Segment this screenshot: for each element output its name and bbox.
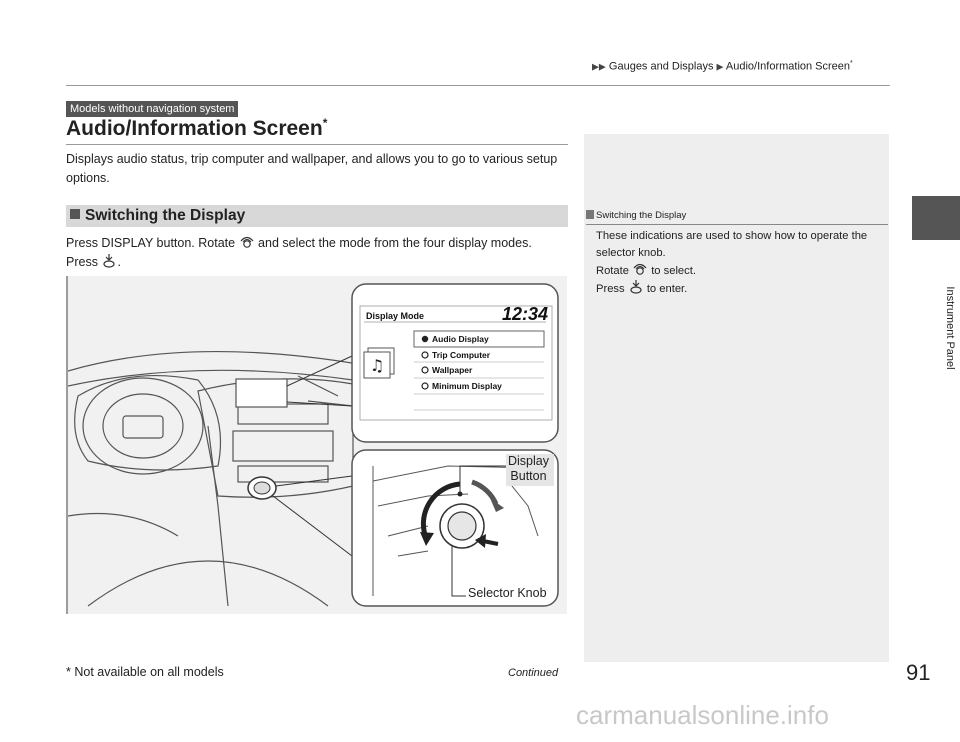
label-display: Display [508, 454, 549, 468]
menu-item-trip-computer[interactable]: Trip Computer [432, 350, 491, 360]
screen-title: Display Mode [366, 311, 425, 321]
note-icon [586, 210, 594, 219]
selector-knob-leader [451, 546, 466, 597]
dashboard-figure: ♫ Display Mode 1 [66, 276, 567, 614]
radio-unselected-icon [421, 366, 429, 374]
chapter-label: Instrument Panel [944, 286, 956, 370]
page-title-star: * [322, 116, 328, 130]
label-selector-knob: Selector Knob [468, 586, 547, 600]
radio-unselected-icon [421, 382, 429, 390]
continued-label: Continued [508, 667, 559, 679]
title-rule [66, 144, 568, 145]
page-title-text: Audio/Information Screen [66, 117, 323, 140]
footnote: * Not available on all models [66, 665, 224, 679]
screen-clock: 12:34 [502, 304, 549, 324]
breadcrumb-arrow-icon: ▶ [716, 61, 724, 72]
breadcrumb-star: * [850, 60, 853, 67]
instruction-part1: Press DISPLAY button. Rotate [66, 236, 236, 250]
music-note-icon: ♫ [363, 347, 395, 379]
rotate-knob-icon [240, 236, 254, 248]
rotate-arrow-left-icon [420, 481, 461, 539]
breadcrumb-item-audio-info[interactable]: Audio/Information Screen [725, 60, 851, 73]
instruction-part2: and select the mode from the four displa… [258, 236, 532, 250]
sidebar-note-rule [586, 224, 888, 225]
chapter-tab [912, 196, 960, 240]
label-button: Button [510, 469, 547, 483]
breadcrumb-arrow-icon: ▶▶ [592, 61, 606, 72]
instruction-part4: . [117, 255, 121, 269]
intro-text: Displays audio status, trip computer and… [66, 152, 558, 185]
menu-item-audio-display[interactable]: Audio Display [432, 334, 489, 344]
svg-text:♫: ♫ [370, 356, 384, 375]
sidebar-note-heading-text: Switching the Display [596, 210, 687, 221]
section-title: Switching the Display [70, 205, 245, 227]
breadcrumb: ▶▶ Gauges and Displays ▶ Audio/Informati… [592, 60, 853, 73]
watermark: carmanualsonline.info [576, 700, 829, 730]
section-square-icon [70, 209, 80, 219]
menu-item-wallpaper[interactable]: Wallpaper [432, 365, 473, 375]
sidebar-note-line2: Rotate to select. [596, 262, 881, 280]
knob-callout-lines [272, 475, 353, 557]
sidebar-note-body: These indications are used to show how t… [596, 228, 881, 298]
page-title: Audio/Information Screen* [66, 116, 327, 141]
rotate-knob-icon [633, 263, 647, 275]
sidebar-note-heading: Switching the Display [586, 210, 686, 221]
sidebar-note-panel [584, 134, 889, 662]
label-display-button: Display Button [508, 454, 549, 484]
header-rule [66, 85, 890, 86]
dashboard-lineart [67, 350, 359, 607]
instruction-text: Press DISPLAY button. Rotate and select … [66, 234, 571, 272]
radio-unselected-icon [421, 351, 429, 359]
model-badge: Models without navigation system [66, 101, 239, 117]
sidebar-note-line1: These indications are used to show how t… [596, 230, 868, 259]
menu-item-minimum-display[interactable]: Minimum Display [432, 381, 502, 391]
dashboard-screen [235, 378, 288, 408]
press-knob-icon [630, 280, 642, 294]
section-header-bar [66, 205, 568, 227]
radio-selected-icon [421, 335, 429, 343]
display-button-leader [459, 465, 506, 494]
section-title-text: Switching the Display [85, 207, 246, 224]
instruction-part3: Press [66, 255, 98, 269]
dashboard-illustration: ♫ [67, 283, 559, 607]
sidebar-note-line3: Press to enter. [596, 280, 881, 298]
screen-callout-lines [286, 355, 353, 407]
page-number: 91 [906, 660, 931, 685]
breadcrumb-item-gauges[interactable]: Gauges and Displays [608, 60, 714, 73]
press-knob-icon [103, 254, 116, 268]
